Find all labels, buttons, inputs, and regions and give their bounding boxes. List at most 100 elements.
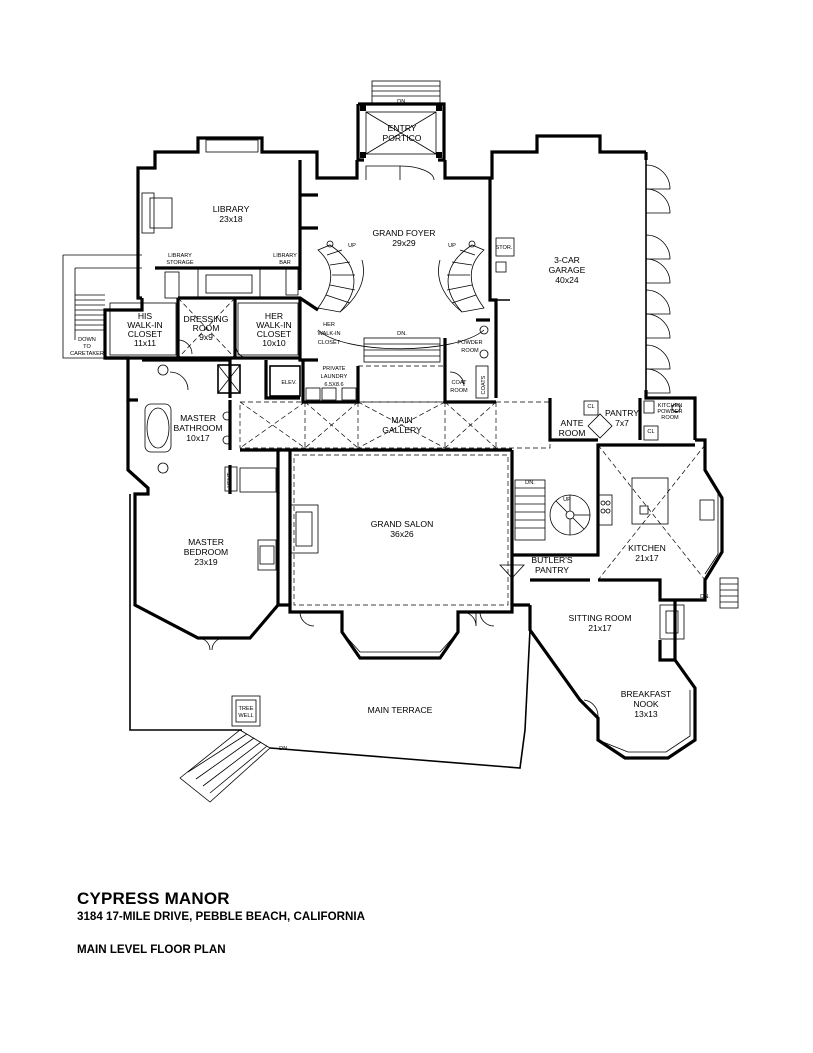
label-tree-well-1: TREE (239, 706, 254, 712)
title-block-name: CYPRESS MANOR (77, 889, 230, 908)
caretaker-label-2: TO (83, 344, 91, 350)
label-kitchen-1: KITCHEN (628, 543, 666, 553)
foyer-dn-tag: DN. (397, 331, 407, 337)
garage-doors (645, 160, 671, 395)
caretaker-stairs (62, 254, 142, 359)
portico-dn-tag: DN. (397, 99, 407, 105)
label-her-closet-2: WALK-IN (256, 320, 292, 330)
label-storage: STOR. (496, 245, 513, 251)
label-grand-salon-2: 36x26 (390, 529, 414, 539)
label-coats: COATS (481, 375, 487, 394)
label-dressing-room-3: 9x9 (199, 332, 213, 342)
grand-salon-detail (289, 454, 509, 653)
label-grand-foyer-2: 29x29 (392, 238, 416, 248)
label-her-closet-4: 10x10 (262, 338, 286, 348)
label-garage-3: 40x24 (555, 275, 579, 285)
label-entry-portico-1: ENTRY (388, 123, 417, 133)
label-pantry-1: PANTRY (605, 408, 639, 418)
label-sitting-room-2: 21x17 (588, 623, 612, 633)
spiral-stair (499, 479, 613, 579)
label-grand-salon-1: GRAND SALON (371, 519, 434, 529)
label-ante-cl: CL (587, 404, 594, 410)
label-library-storage-2: STORAGE (166, 260, 194, 266)
label-breakfast-nook-3: 13x13 (634, 709, 658, 719)
label-master-bath-1: MASTER (180, 413, 216, 423)
kitchen-stair-dn: DN. (700, 594, 710, 600)
label-powder-1: POWDER (457, 340, 482, 346)
label-laundry-2: LAUNDRY (321, 374, 348, 380)
label-his-closet-2: WALK-IN (127, 320, 163, 330)
label-his-closet-3: CLOSET (128, 329, 163, 339)
label-butlers-pantry-1: BUTLER'S (531, 555, 573, 565)
label-coat-1: COAT (451, 380, 467, 386)
foyer-stairs (317, 240, 485, 363)
label-grand-foyer-1: GRAND FOYER (372, 228, 435, 238)
label-kitchen-powder-1: KITCHEN (658, 403, 683, 409)
label-garage-2: GARAGE (549, 265, 586, 275)
master-bath-detail (144, 364, 238, 492)
label-coat-2: ROOM (450, 388, 468, 394)
sitting-nook-detail (583, 604, 691, 753)
label-master-bedroom-1: MASTER (188, 537, 224, 547)
foyer-stair-up-west: UP (348, 243, 356, 249)
label-library-2: 23x18 (219, 214, 243, 224)
label-her-small-closet-2: WALK-IN (317, 331, 340, 337)
label-dressing-room-1: DRESSING (184, 314, 229, 324)
title-block-address: 3184 17-MILE DRIVE, PEBBLE BEACH, CALIFO… (77, 910, 365, 923)
title-block-level: MAIN LEVEL FLOOR PLAN (77, 943, 226, 956)
main-gallery-detail (239, 365, 551, 493)
label-powder-2: ROOM (461, 348, 479, 354)
label-vent: VENT (227, 472, 233, 488)
label-breakfast-nook-2: NOOK (633, 699, 659, 709)
label-laundry-3: 6.5X8.6 (324, 382, 343, 388)
label-butlers-pantry-2: PANTRY (535, 565, 569, 575)
label-his-closet-1: HIS (138, 311, 153, 321)
label-dressing-room-2: ROOM (193, 323, 220, 333)
label-her-small-closet-3: CLOSET (318, 340, 341, 346)
label-master-bedroom-3: 23x19 (194, 557, 218, 567)
label-master-bedroom-2: BEDROOM (184, 547, 228, 557)
label-pantry-2: 7x7 (615, 418, 629, 428)
label-kitchen-powder-3: ROOM (661, 415, 679, 421)
label-library-1: LIBRARY (213, 204, 250, 214)
master-bedroom-detail (197, 539, 277, 651)
label-garage-1: 3-CAR (554, 255, 580, 265)
label-kitchen-2: 21x17 (635, 553, 659, 563)
library-detail (137, 139, 299, 299)
label-her-closet-1: HER (265, 311, 283, 321)
main-terrace (129, 494, 531, 803)
label-kitchen-powder-2: POWDER (657, 409, 682, 415)
label-breakfast-nook-1: BREAKFAST (621, 689, 672, 699)
label-master-bath-2: BATHROOM (173, 423, 222, 433)
label-entry-portico-2: PORTICO (383, 133, 422, 143)
label-tree-well-2: WELL (238, 713, 253, 719)
label-main-gallery-1: MAIN (391, 415, 412, 425)
label-main-terrace: MAIN TERRACE (368, 705, 433, 715)
caretaker-label-1: DOWN (78, 337, 96, 343)
elevator-laundry (217, 364, 357, 401)
kitchen-detail (597, 444, 719, 581)
label-sitting-room-1: SITTING ROOM (568, 613, 631, 623)
spiral-stair-up: UP (563, 497, 571, 503)
label-library-bar-2: BAR (279, 260, 291, 266)
label-laundry-1: PRIVATE (322, 366, 345, 372)
label-main-gallery-2: GALLERY (382, 425, 422, 435)
powder-coat-detail (449, 325, 489, 399)
label-elevator: ELEV. (281, 380, 297, 386)
caretaker-label-3: CARETAKER (70, 351, 104, 357)
label-library-bar-1: LIBRARY (273, 253, 297, 259)
label-ante-2: ROOM (559, 428, 586, 438)
label-her-small-closet-1: HER (323, 322, 335, 328)
label-library-storage-1: LIBRARY (168, 253, 192, 259)
label-pantry-cl: CL (647, 429, 654, 435)
spiral-stair-dn: DN. (525, 480, 535, 486)
foyer-stair-up-east: UP (448, 243, 456, 249)
kitchen-side-stair (719, 577, 739, 609)
ante-pantry-detail (583, 400, 681, 441)
garage-detail (492, 237, 515, 301)
closet-detail (109, 297, 299, 359)
label-master-bath-3: 10x17 (186, 433, 210, 443)
label-his-closet-4: 11x11 (134, 338, 156, 348)
label-ante-1: ANTE (561, 418, 584, 428)
